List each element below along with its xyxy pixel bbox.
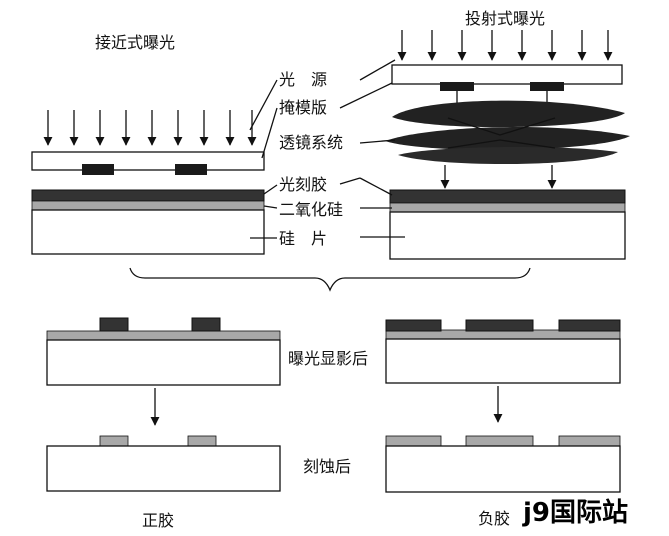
label-positive-resist: 正胶: [142, 511, 174, 530]
label-after-develop: 曝光显影后: [288, 349, 368, 368]
contact-exposure-title: 接近式曝光: [95, 33, 175, 52]
watermark-text: j9国际站: [522, 498, 628, 528]
photoresist-layer: [389, 189, 626, 204]
label-negative-resist: 负胶: [478, 509, 510, 528]
positive-after-etch: [46, 435, 281, 492]
label-after-etch: 刻蚀后: [303, 457, 351, 476]
negative-after-develop: [385, 319, 621, 384]
mask-pattern-right-1: [440, 82, 474, 91]
projection-light-arrows: [397, 30, 613, 61]
negative-after-etch: [385, 435, 621, 493]
leader-lines: [249, 59, 405, 239]
label-light-source: 光 源: [279, 70, 327, 89]
label-photoresist: 光刻胶: [279, 175, 327, 194]
mask-pattern-right-2: [530, 82, 564, 91]
contact-light-arrows: [43, 110, 257, 146]
lens-system: [385, 100, 630, 165]
projection-exposure-title: 投射式曝光: [465, 9, 545, 28]
positive-after-develop: [46, 317, 281, 386]
label-mask: 掩模版: [279, 98, 327, 117]
label-lens-system: 透镜系统: [279, 133, 343, 152]
grouping-brace: [129, 267, 531, 292]
oxide-layer: [389, 202, 626, 213]
label-silicon-wafer: 硅 片: [279, 229, 327, 248]
silicon-wafer: [31, 209, 265, 255]
mask-pattern-left-2: [175, 164, 207, 175]
mask-pattern-left-1: [82, 164, 114, 175]
silicon-wafer: [389, 211, 626, 260]
label-oxide: 二氧化硅: [279, 200, 343, 219]
projection-wafer-stack: [389, 189, 626, 260]
photoresist-layer: [31, 189, 265, 202]
contact-mask-plate: [31, 151, 265, 175]
oxide-layer: [31, 200, 265, 211]
contact-wafer-stack: [31, 189, 265, 255]
projection-mask-plate: [391, 64, 623, 105]
